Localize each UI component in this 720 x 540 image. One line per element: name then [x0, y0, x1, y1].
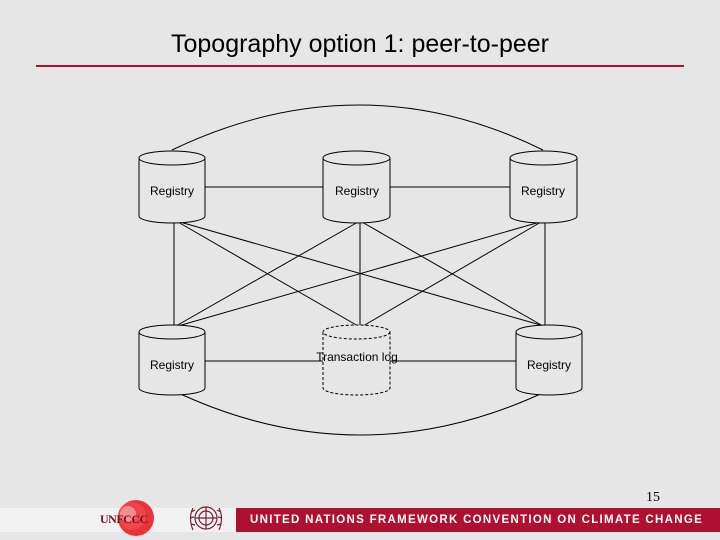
unfccc-logo [118, 500, 154, 536]
registry-top-left-cylinder [138, 150, 206, 224]
un-emblem-icon [189, 506, 223, 531]
footer-banner [236, 508, 720, 532]
registry-bottom-right-cylinder [515, 324, 583, 396]
link-tr-bl [177, 221, 541, 327]
registry-bottom-left-label: Registry [149, 358, 194, 372]
registry-bottom-left-cylinder [138, 324, 206, 396]
link-tc-bl [175, 221, 359, 327]
footer-banner-text: UNITED NATIONS FRAMEWORK CONVENTION ON C… [250, 514, 704, 526]
title-divider [36, 65, 684, 67]
registry-bottom-right-label: Registry [526, 358, 571, 372]
arc-top [171, 104, 544, 151]
registry-top-right-cylinder [509, 150, 578, 224]
page-number: 15 [646, 490, 660, 505]
link-tl-br [179, 221, 545, 327]
page-title: Topography option 1: peer-to-peer [170, 30, 550, 58]
registry-top-left-label: Registry [149, 184, 194, 198]
registry-top-center-label: Registry [334, 184, 379, 198]
transaction-log-cylinder [322, 324, 391, 396]
arc-bottom [171, 389, 550, 436]
unfccc-logo-text: UNFCCC [100, 512, 148, 526]
registry-top-center-cylinder [322, 150, 391, 224]
registry-top-right-label: Registry [520, 184, 565, 198]
link-tr-log [362, 221, 542, 327]
transaction-log-label: Transaction log [316, 350, 398, 364]
